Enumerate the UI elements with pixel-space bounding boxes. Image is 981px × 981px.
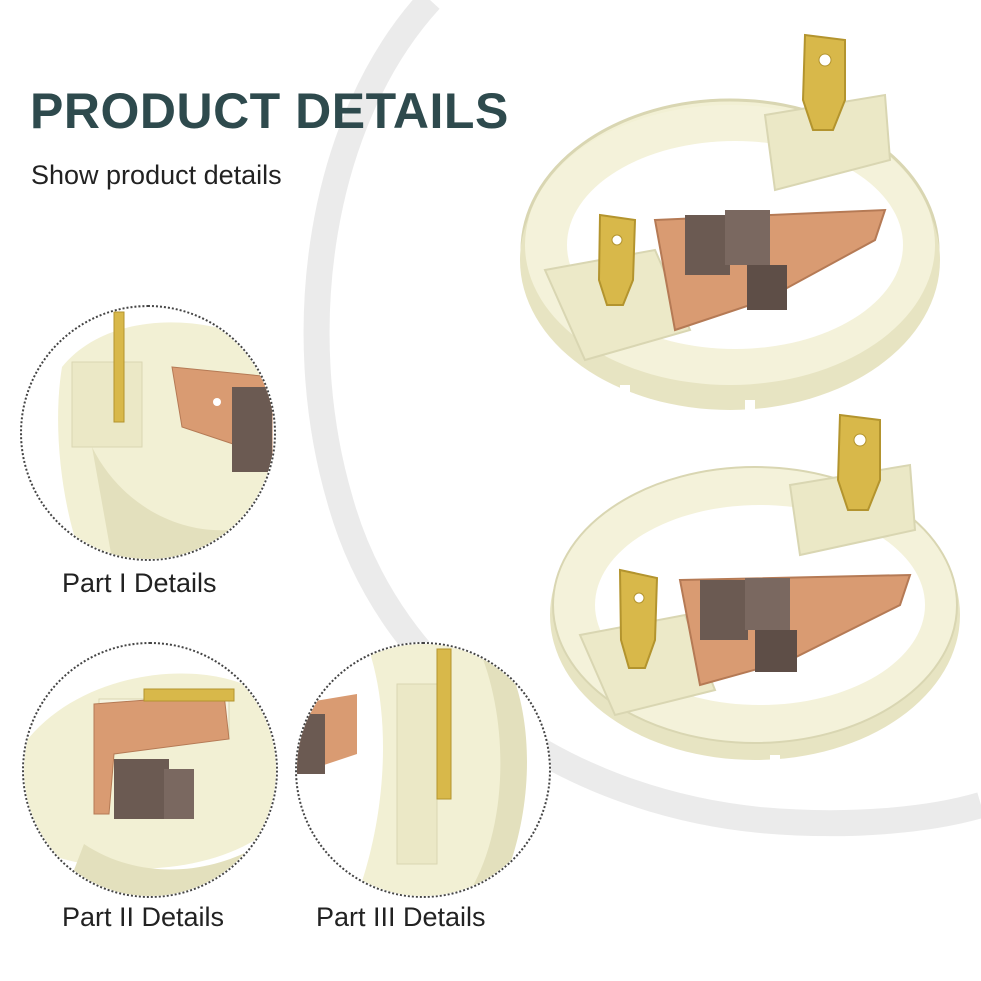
page-title: PRODUCT DETAILS bbox=[30, 83, 509, 139]
part-1-caption: Part I Details bbox=[62, 568, 217, 598]
brush-holder-top-image bbox=[520, 33, 940, 418]
brush-holder-bottom-image bbox=[550, 413, 960, 773]
part-2-caption: Part II Details bbox=[62, 902, 225, 932]
part-3-detail-image bbox=[297, 644, 527, 896]
part-3-detail-circle bbox=[295, 642, 551, 898]
part-2-detail-circle bbox=[22, 642, 278, 898]
part-2-detail-image bbox=[24, 673, 276, 896]
part-1-detail-image bbox=[58, 311, 273, 559]
part-1-detail-circle bbox=[20, 305, 276, 561]
part-3-caption: Part III Details bbox=[316, 902, 486, 932]
page-subtitle: Show product details bbox=[31, 160, 282, 190]
